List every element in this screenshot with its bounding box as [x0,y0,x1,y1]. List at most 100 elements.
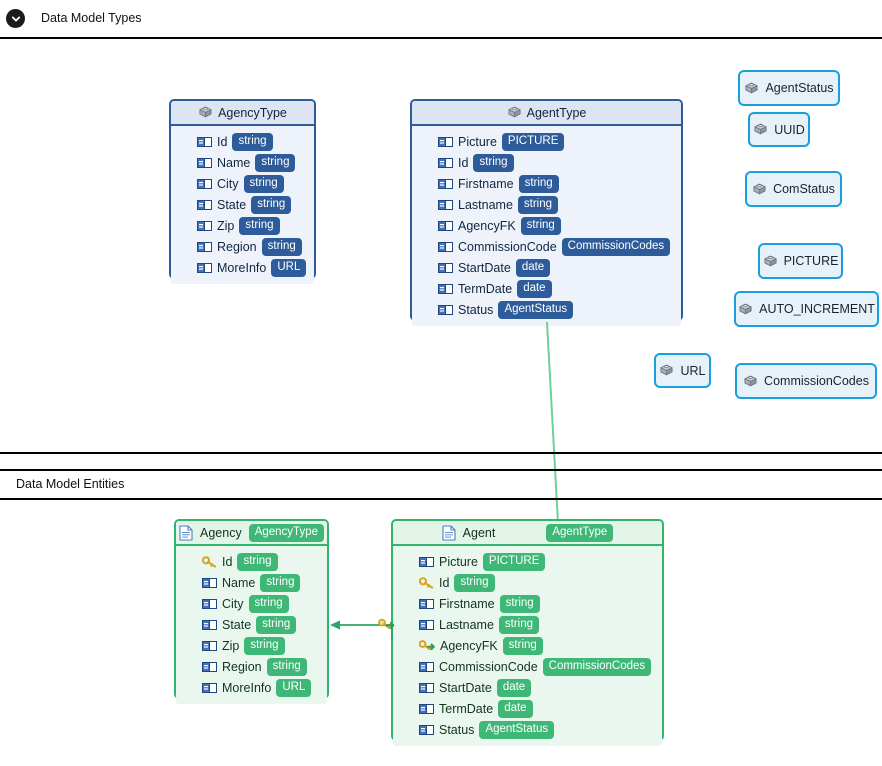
attribute-name: Firstname [458,176,514,191]
attribute-row[interactable]: TermDate date [412,278,681,299]
type-box-agenttype[interactable]: AgentType Picture PICTURE Id string Firs… [410,99,683,326]
attribute-row[interactable]: City string [176,593,327,614]
type-box-fields: Id string Name string City string [171,126,314,284]
attribute-type-badge: PICTURE [482,552,546,571]
simple-type-auto-increment[interactable]: AUTO_INCREMENT [734,291,879,327]
attribute-row[interactable]: Status AgentStatus [393,719,662,740]
attribute-row[interactable]: Firstname string [412,173,681,194]
attribute-name: Name [222,575,256,590]
type-cube-icon [659,363,674,378]
attribute-icon [438,157,453,168]
attribute-name: Lastname [458,197,513,212]
chevron-down-icon[interactable] [6,9,25,28]
type-box-agencytype[interactable]: AgencyType Id string Name string [169,99,316,284]
attribute-name: City [222,596,244,611]
attribute-row[interactable]: CommissionCode CommissionCodes [393,656,662,677]
type-cube-icon [744,81,759,96]
attribute-name: Zip [222,638,240,653]
attribute-type-badge: string [454,573,495,592]
attribute-row[interactable]: Name string [176,572,327,593]
entity-box-title: Agent [462,525,496,540]
simple-type-agentstatus[interactable]: AgentStatus [738,70,840,106]
simple-type-comstatus[interactable]: ComStatus [745,171,842,207]
entity-box-agency[interactable]: Agency AgencyType Id string Name string … [174,519,329,704]
simple-type-label: PICTURE [783,254,839,268]
attribute-type-badge: string [520,216,561,235]
foreign-key-icon [419,639,435,652]
attribute-row[interactable]: Lastname string [412,194,681,215]
attribute-row[interactable]: MoreInfo URL [176,677,327,698]
attribute-row[interactable]: State string [176,614,327,635]
attribute-row[interactable]: Lastname string [393,614,662,635]
attribute-type-badge: AgentStatus [498,300,574,319]
attribute-row[interactable]: State string [171,194,314,215]
attribute-row[interactable]: Firstname string [393,593,662,614]
attribute-row[interactable]: StartDate date [412,257,681,278]
attribute-name: AgencyFK [440,638,498,653]
attribute-name: Status [458,302,494,317]
attribute-name: Name [217,155,251,170]
attribute-row[interactable]: Name string [171,152,314,173]
attribute-icon [202,577,217,588]
attribute-row[interactable]: Id string [393,572,662,593]
type-box-header: AgencyType [171,101,314,126]
attribute-icon [197,220,212,231]
primary-key-icon [202,555,217,568]
section-divider-middle-top [0,452,882,454]
attribute-name: Firstname [439,596,495,611]
attribute-row[interactable]: TermDate date [393,698,662,719]
attribute-row[interactable]: Id string [412,152,681,173]
simple-type-url[interactable]: URL [654,353,711,388]
attribute-name: CommissionCode [439,659,538,674]
attribute-row[interactable]: AgencyFK string [393,635,662,656]
attribute-icon [438,178,453,189]
attribute-icon [419,556,434,567]
attribute-row[interactable]: Region string [171,236,314,257]
attribute-row[interactable]: MoreInfo URL [171,257,314,278]
attribute-name: State [222,617,252,632]
attribute-type-badge: string [248,594,289,613]
attribute-name: Status [439,722,475,737]
attribute-name: MoreInfo [217,260,267,275]
attribute-row[interactable]: Region string [176,656,327,677]
attribute-type-badge: string [499,594,540,613]
primary-key-icon [419,576,434,589]
attribute-icon [438,136,453,147]
attribute-icon [419,661,434,672]
simple-type-label: UUID [774,122,805,137]
type-cube-icon [752,182,767,197]
attribute-row[interactable]: Picture PICTURE [412,131,681,152]
type-box-header: AgentType [412,101,681,126]
attribute-row[interactable]: Zip string [171,215,314,236]
simple-type-picture[interactable]: PICTURE [758,243,843,279]
attribute-icon [197,199,212,210]
attribute-row[interactable]: Zip string [176,635,327,656]
attribute-type-badge: PICTURE [501,132,565,151]
section-title-entities: Data Model Entities [16,477,125,491]
document-icon [179,524,193,541]
simple-type-label: CommissionCodes [764,374,869,388]
type-box-fields: Picture PICTURE Id string Firstname stri… [412,126,681,326]
attribute-row[interactable]: CommissionCode CommissionCodes [412,236,681,257]
attribute-type-badge: URL [271,258,307,277]
attribute-type-badge: string [244,636,285,655]
attribute-type-badge: string [261,237,302,256]
attribute-row[interactable]: Status AgentStatus [412,299,681,320]
attribute-icon [202,661,217,672]
attribute-name: Picture [458,134,497,149]
simple-type-commissioncodes[interactable]: CommissionCodes [735,363,877,399]
document-icon [442,524,456,541]
attribute-icon [419,619,434,630]
attribute-icon [197,157,212,168]
attribute-row[interactable]: City string [171,173,314,194]
attribute-type-badge: string [239,216,280,235]
entity-box-agent[interactable]: Agent AgentType Picture PICTURE Id strin… [391,519,664,746]
attribute-row[interactable]: AgencyFK string [412,215,681,236]
attribute-row[interactable]: Id string [176,551,327,572]
simple-type-uuid[interactable]: UUID [748,112,810,147]
attribute-name: TermDate [458,281,513,296]
attribute-row[interactable]: Picture PICTURE [393,551,662,572]
attribute-row[interactable]: StartDate date [393,677,662,698]
attribute-row[interactable]: Id string [171,131,314,152]
